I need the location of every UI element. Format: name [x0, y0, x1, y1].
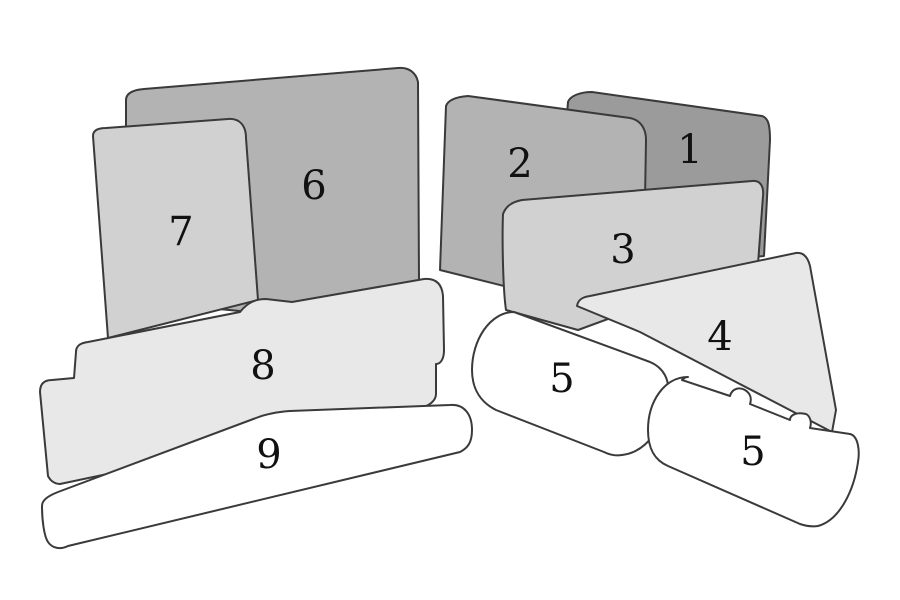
piece-5-left: 5 — [471, 311, 670, 457]
piece-2: 2 — [439, 95, 647, 291]
piece-5-right: 5 — [647, 376, 860, 528]
piece-3-shape — [501, 179, 765, 331]
piece-6-label: 6 — [301, 163, 326, 209]
piece-9-shape — [41, 403, 473, 550]
piece-5-left-label: 5 — [549, 356, 574, 402]
piece-5-right-shape — [647, 376, 860, 528]
piece-7: 7 — [92, 117, 259, 339]
piece-3: 3 — [501, 179, 765, 331]
piece-4-shape — [576, 251, 837, 433]
piece-8-label: 8 — [250, 343, 275, 389]
piece-2-shape — [439, 95, 647, 291]
piece-9-label: 9 — [256, 432, 281, 478]
piece-3-label: 3 — [610, 227, 635, 273]
piece-1-label: 1 — [677, 127, 702, 173]
piece-4: 4 — [576, 251, 837, 433]
piece-9: 9 — [41, 403, 473, 550]
piece-8-shape — [39, 277, 445, 485]
piece-5-right-label: 5 — [740, 429, 765, 475]
piece-7-label: 7 — [168, 209, 193, 255]
piece-4-label: 4 — [707, 314, 732, 360]
piece-2-label: 2 — [507, 141, 532, 187]
piece-7-shape — [92, 117, 259, 339]
piece-8: 8 — [39, 277, 445, 485]
